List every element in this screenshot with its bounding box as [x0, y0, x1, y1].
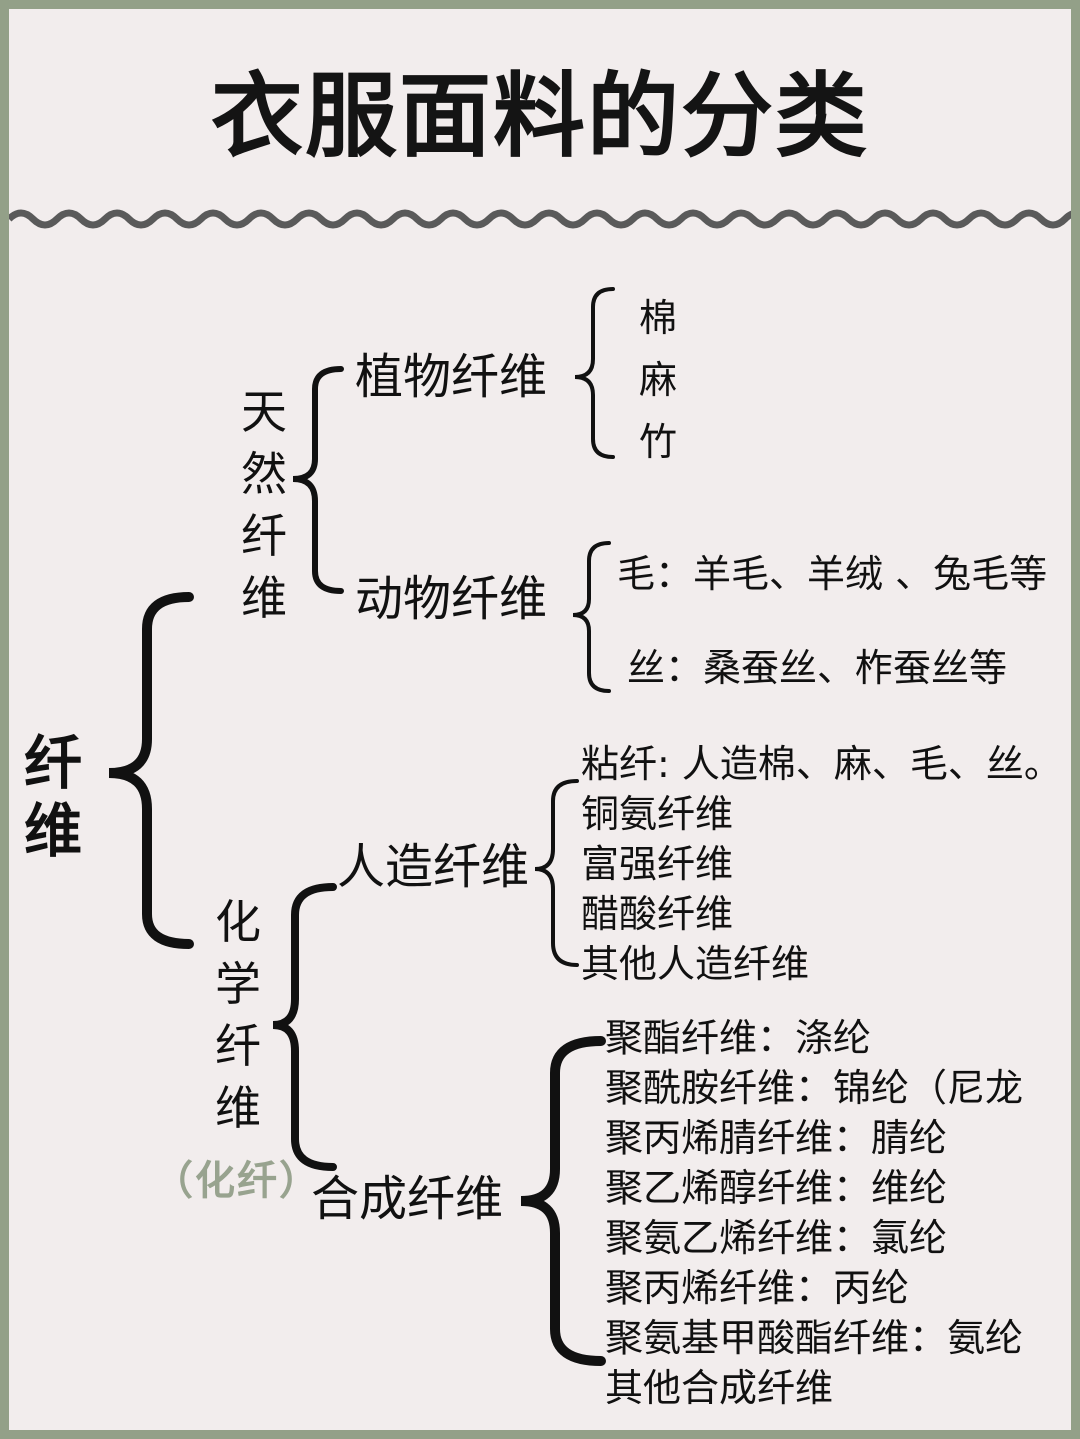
page-title: 衣服面料的分类	[210, 63, 869, 170]
diagram-canvas: 衣服面料的分类 纤维 天然纤维 植物纤维 动物纤维 棉 麻 竹 毛：羊毛、羊绒 …	[9, 9, 1071, 1430]
man-made-fiber-label: 人造纤维	[337, 839, 530, 895]
animal-brace	[572, 541, 611, 693]
list-item: 醋酸纤维	[581, 892, 734, 936]
list-item: 聚丙烯纤维：丙纶	[605, 1266, 910, 1310]
wavy-divider	[9, 209, 1071, 229]
list-item: 其他合成纤维	[605, 1366, 834, 1410]
root-node: 纤维	[23, 729, 82, 865]
chemical-fiber-abbr: （化纤）	[153, 1158, 321, 1204]
list-item: 富强纤维	[581, 842, 734, 886]
list-item: 其他人造纤维	[581, 942, 810, 986]
animal-item-wool: 毛：羊毛、羊绒 、兔毛等	[617, 552, 1048, 596]
list-item: 铜氨纤维	[581, 792, 734, 836]
list-item: 聚酰胺纤维：锦纶（尼龙	[605, 1066, 1024, 1110]
natural-brace	[292, 366, 344, 594]
chemical-fiber-label: 化学纤维	[215, 895, 261, 1135]
man-made-brace	[534, 779, 579, 967]
animal-item-silk: 丝：桑蚕丝、柞蚕丝等	[627, 646, 1008, 690]
synthetic-fiber-label: 合成纤维	[311, 1171, 504, 1227]
plant-fiber-label: 植物纤维	[355, 349, 548, 405]
plant-item-bamboo: 竹	[639, 420, 678, 464]
brace-connectors	[9, 209, 1071, 1366]
synthetic-brace	[520, 1036, 606, 1366]
list-item: 聚氨乙烯纤维：氯纶	[605, 1216, 948, 1260]
list-item: 聚乙烯醇纤维：维纶	[605, 1166, 948, 1210]
plant-item-linen: 麻	[639, 358, 678, 402]
list-item: 粘纤: 人造棉、麻、毛、丝。	[581, 742, 1062, 786]
plant-item-cotton: 棉	[639, 296, 678, 340]
natural-fiber-label: 天然纤维	[241, 385, 287, 625]
animal-fiber-label: 动物纤维	[355, 571, 548, 627]
man-made-list: 粘纤: 人造棉、麻、毛、丝。 铜氨纤维 富强纤维 醋酸纤维 其他人造纤维	[581, 739, 1062, 989]
root-brace	[108, 592, 194, 949]
synthetic-list: 聚酯纤维：涤纶 聚酰胺纤维：锦纶（尼龙 聚丙烯腈纤维：腈纶 聚乙烯醇纤维：维纶 …	[605, 1013, 1023, 1413]
list-item: 聚酯纤维：涤纶	[605, 1016, 872, 1060]
plant-brace	[574, 287, 615, 459]
list-item: 聚氨基甲酸酯纤维：氨纶	[605, 1316, 1024, 1360]
chemical-brace	[272, 883, 337, 1171]
list-item: 聚丙烯腈纤维：腈纶	[605, 1116, 948, 1160]
